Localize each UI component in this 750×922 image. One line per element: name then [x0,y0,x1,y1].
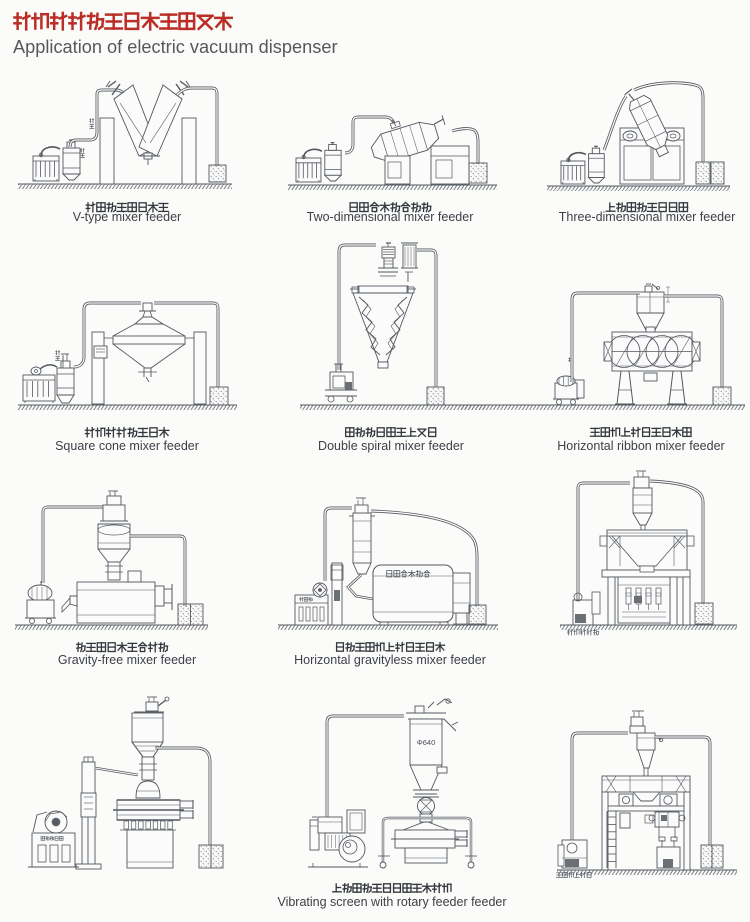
svg-text:V-type mixer feeder: V-type mixer feeder [73,210,181,224]
svg-text:Three-dimensional mixer feeder: Three-dimensional mixer feeder [559,210,735,224]
svg-text:Gravity-free mixer feeder: Gravity-free mixer feeder [58,653,196,667]
svg-text:Horizontal ribbon mixer feeder: Horizontal ribbon mixer feeder [557,439,724,453]
svg-text:Square cone mixer feeder: Square cone mixer feeder [55,439,199,453]
svg-text:Double spiral mixer feeder: Double spiral mixer feeder [318,439,464,453]
svg-text:Horizontal gravityless mixer f: Horizontal gravityless mixer feeder [294,653,486,667]
svg-text:Two-dimensional mixer feeder: Two-dimensional mixer feeder [307,210,474,224]
svg-text:Φ640: Φ640 [417,738,436,747]
svg-text:Vibrating screen with rotary f: Vibrating screen with rotary feeder feed… [277,895,506,909]
svg-text:Application of electric vacuum: Application of electric vacuum dispenser [13,37,338,57]
